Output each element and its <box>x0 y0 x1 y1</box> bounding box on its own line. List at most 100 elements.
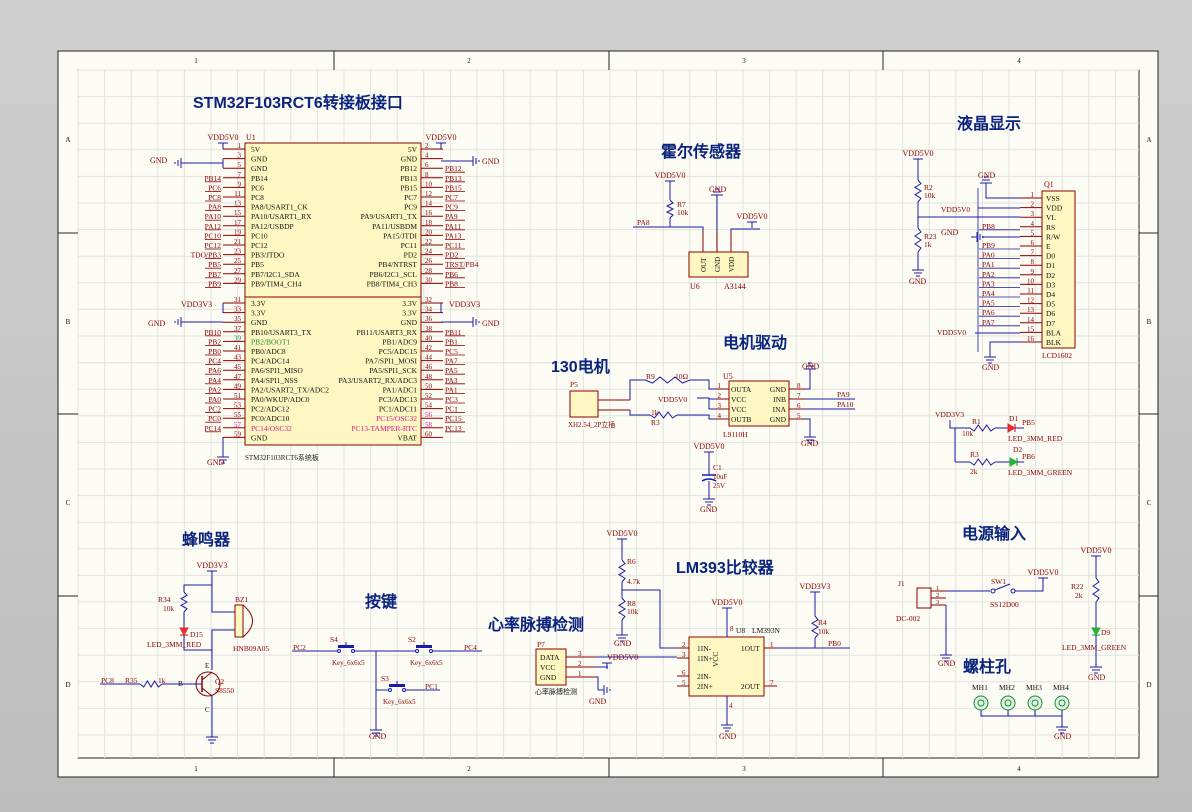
hall-out-net: PA8 <box>637 218 650 227</box>
u1-pin-name: 3.3V <box>402 309 417 318</box>
u1-net-label: PA12 <box>205 222 222 231</box>
u1-pin-number: 58 <box>425 421 433 429</box>
u1-pin-name: 3.3V <box>251 299 266 308</box>
u1-pin-number: 59 <box>234 430 242 438</box>
lcd-net-label: PA1 <box>982 260 995 269</box>
wire <box>677 414 716 420</box>
u1-pin-number: 41 <box>234 344 242 352</box>
gnd-symbol-icon <box>721 720 733 732</box>
u1-pin-name: GND <box>251 433 268 442</box>
q2-part: S8550 <box>215 686 234 695</box>
r9-designator: R9 <box>646 372 655 381</box>
u1-pin-name: PC8 <box>251 193 264 202</box>
u1-pin-number: 13 <box>234 200 242 208</box>
lcd-pin-number: 16 <box>1027 335 1035 343</box>
u1-pin-number: 15 <box>234 209 242 217</box>
vdd33-net-label: VDD3V3 <box>181 300 212 309</box>
resistor-body <box>969 424 996 432</box>
mounting-hole-label: MH1 <box>972 683 988 692</box>
gnd-net-label: GND <box>369 732 387 741</box>
vdd5-net-label: VDD5V0 <box>941 205 970 214</box>
u5-pin-name: OUTA <box>731 385 752 394</box>
gnd-symbol-icon <box>804 362 816 374</box>
gnd-symbol-icon <box>217 452 229 464</box>
u1-pin-name: PA8/USART1_CK <box>251 203 308 212</box>
u1-pin-number: 9 <box>238 180 242 188</box>
lcd-pin-number: 11 <box>1027 287 1034 295</box>
j1-pin-number: 2 <box>936 592 939 599</box>
zone-col-label-bottom: 4 <box>1017 765 1021 773</box>
u5-pin-name: INB <box>773 395 786 404</box>
zone-row-label-right: C <box>1147 499 1152 507</box>
lcd-pin-name: E <box>1046 242 1051 251</box>
wire <box>201 687 213 697</box>
key-part: Key_6x6x5 <box>410 659 443 667</box>
key-designator: S3 <box>381 674 389 683</box>
u1-pin-name: PC14/OSC32 <box>251 424 292 433</box>
u5-pin-number: 1 <box>718 382 722 390</box>
u1-pin-name: PC15/OSC32 <box>376 414 417 423</box>
u1-pin-number: 21 <box>234 238 242 246</box>
p7-designator: P7 <box>537 640 545 649</box>
mounting-hole-icon <box>1000 695 1016 711</box>
lcd-net-label: PA2 <box>982 270 995 279</box>
gnd-net-label: GND <box>938 659 956 668</box>
key-contact <box>429 649 433 653</box>
zone-row-label-left: B <box>66 318 71 326</box>
gnd-net-label: GND <box>801 439 819 448</box>
u1-net-label: PB12 <box>445 164 462 173</box>
lcd-pin-name: D4 <box>1046 290 1055 299</box>
u1-pin-number: 54 <box>425 402 433 410</box>
r2-value: 10k <box>924 191 936 200</box>
r3-resistor <box>649 411 678 419</box>
sw1-part: SS12D00 <box>990 600 1019 609</box>
resistor-body <box>969 458 996 466</box>
u1-pin-number: 45 <box>234 363 242 371</box>
lcd-pin-name: D5 <box>1046 300 1055 309</box>
power-net-label: VDD5V0 <box>606 529 637 538</box>
wire <box>183 635 212 651</box>
u1-pin-number: 46 <box>425 363 433 371</box>
lcd-pin-name: D3 <box>1046 280 1055 289</box>
u6-part: A3144 <box>724 282 746 291</box>
r35-designator: R35 <box>125 676 138 685</box>
u1-pin-name: PB6/I2C1_SCL <box>369 270 417 279</box>
u1-pin-name: VBAT <box>397 433 417 442</box>
resistor-body <box>1092 577 1100 603</box>
pc2-net-label: PC2 <box>293 643 306 652</box>
r6-resistor <box>618 559 626 583</box>
power-net-label: VDD3V3 <box>196 561 227 570</box>
power-port: VDD5V0 <box>1027 568 1059 584</box>
u1-pin-name: PA10/USART1_RX <box>251 212 312 221</box>
u1-pin-number: 4 <box>425 152 429 160</box>
zone-col-label-bottom: 2 <box>467 765 471 773</box>
mounting-hole-icon <box>1027 695 1043 711</box>
u1-net-label: PC9 <box>445 203 458 212</box>
u5-pin-name: GND <box>770 415 787 424</box>
r23-designator: R23 <box>924 232 937 241</box>
lcd-net-label: PA3 <box>982 279 995 288</box>
u1-pin-number: 14 <box>425 200 433 208</box>
gnd-symbol-icon <box>971 232 984 242</box>
hall-pin-name: OUT <box>700 257 708 272</box>
sw1-designator: SW1 <box>991 577 1006 586</box>
u8-body <box>688 636 765 697</box>
r7-value: 10k <box>677 208 689 217</box>
u8-vcc-pin-name: VCC <box>711 652 720 667</box>
lcd-pin-number: 4 <box>1031 220 1035 228</box>
q1-lcd-body <box>1041 190 1076 349</box>
lcd-net-label: PA6 <box>982 308 995 317</box>
u1-net-label: PC14 <box>204 424 221 433</box>
u1-pin-number: 35 <box>234 315 242 323</box>
zone-col-label-top: 3 <box>742 57 746 65</box>
u1-net-label: PB7 <box>208 270 221 279</box>
lcd-pin-number: 5 <box>1031 229 1035 237</box>
wire <box>690 379 716 390</box>
r4-designator: R4 <box>818 618 827 627</box>
r3-value: 1k <box>651 408 659 417</box>
u1-designator: U1 <box>246 133 256 142</box>
